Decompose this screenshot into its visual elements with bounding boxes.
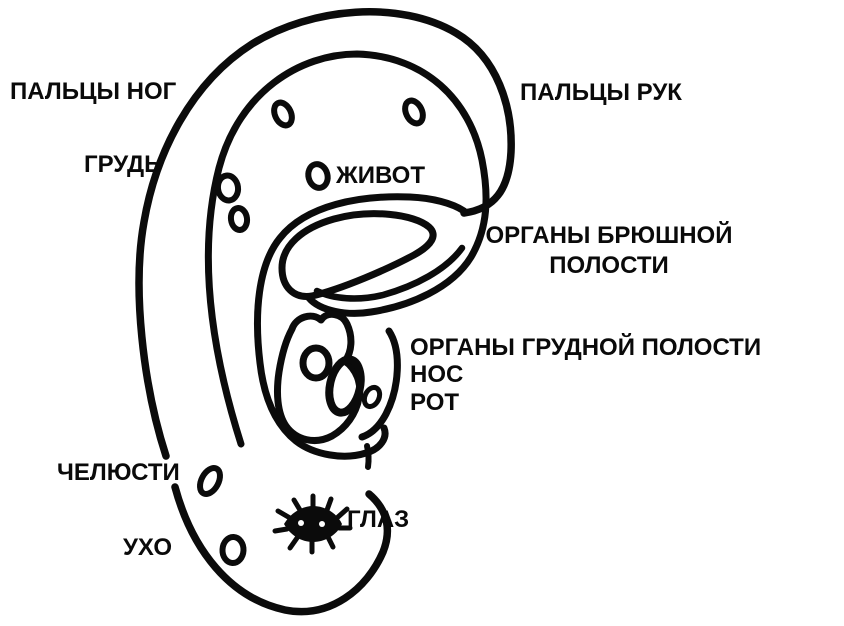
label-jaws: ЧЕЛЮСТИ (57, 459, 180, 486)
acupoint-oval (227, 205, 251, 233)
ear-lobe-outline (171, 483, 392, 616)
label-mouth: РОТ (410, 389, 460, 416)
acupoint-oval (197, 465, 223, 497)
acupoint-ring-large (299, 344, 333, 382)
label-ear: УХО (123, 534, 172, 561)
label-eye: ГЛАЗ (347, 506, 410, 533)
intertragic-notch (364, 443, 372, 470)
label-thoracic-organs: ОРГАНЫ ГРУДНОЙ ПОЛОСТИ (410, 334, 762, 361)
tragus-curve (358, 327, 401, 441)
scapha-inner-sweep (313, 244, 466, 302)
label-fingers: ПАЛЬЦЫ РУК (520, 79, 682, 106)
eye-burst-icon (272, 493, 353, 555)
acupoint-oval (402, 97, 426, 127)
label-abdominal-organs-line2: ПОЛОСТИ (549, 252, 669, 279)
antihelix-inner-loop (278, 210, 437, 300)
acupoint-oval (214, 172, 242, 204)
acupoint-oval (271, 99, 295, 129)
acupoint-ring-small (361, 384, 383, 410)
label-chest: ГРУДЬ (84, 151, 162, 178)
label-toes: ПАЛЬЦЫ НОГ (10, 78, 177, 105)
ear-outer-outline (135, 8, 515, 460)
label-abdomen: ЖИВОТ (336, 162, 426, 189)
helix-inner-rim (204, 50, 490, 448)
antihelix-band (254, 193, 468, 460)
acupoint-oval (219, 534, 247, 566)
label-nose: НОС (410, 361, 464, 388)
label-abdominal-organs-line1: ОРГАНЫ БРЮШНОЙ (485, 222, 733, 249)
acupoint-oval (305, 161, 331, 191)
label-abdominal-organs: ОРГАНЫ БРЮШНОЙ ПОЛОСТИ (476, 221, 742, 281)
acupoint-ring-tall (325, 355, 365, 417)
